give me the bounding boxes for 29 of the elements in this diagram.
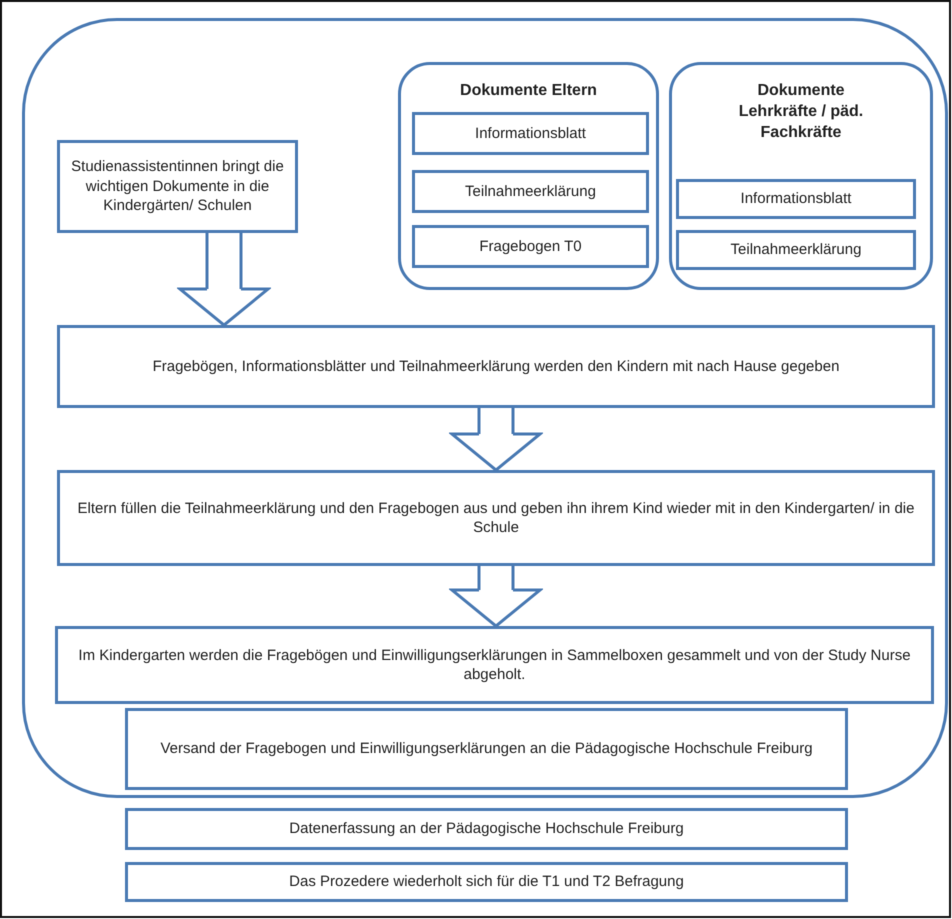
box-text: Fragebogen T0 [478,236,583,256]
box-text: Informationsblatt [740,189,852,209]
box-text: Eltern füllen die Teilnahmeerklärung und den Fragebogen aus und geben ihn ihrem Kind wieder mit in den Kindergarten/ in die Schule [76,498,916,538]
document-group [669,62,933,290]
box-text: Studienassistentinnen bringt die wichtigen Dokumente in die Kindergärten/ Schulen [70,157,285,216]
process-box [676,179,916,219]
box-text: Im Kindergarten werden die Fragebögen und Einwilligungserklärungen in Sammelboxen gesammelt und von der Study Nurse abgeholt. [77,646,912,684]
container-frame [22,18,948,798]
process-box [412,112,649,155]
box-text: Versand der Fragebogen und Einwilligungserklärungen an die Pädagogische Hochschule Freiburg [159,739,814,759]
process-box [55,626,934,704]
box-text: Informationsblatt [474,124,587,144]
box-text: Teilnahmeerklärung [730,240,862,260]
box-text: Teilnahmeerklärung [464,182,597,202]
group-heading: Dokumente Lehrkräfte / päd. Fachkräfte [738,81,864,143]
document-group [398,62,659,290]
process-box [57,140,298,233]
process-box [57,325,935,408]
process-box [412,170,649,213]
process-box [125,862,848,902]
process-box [57,470,935,566]
box-text: Das Prozedere wiederholt sich für die T1 und T2 Befragung [288,872,685,892]
process-box [676,230,916,270]
box-text: Datenerfassung an der Pädagogische Hochschule Freiburg [288,819,685,839]
process-box [125,808,848,850]
box-text: Fragebögen, Informationsblätter und Teilnahmeerklärung werden den Kindern mit nach Hause gegeben [152,356,840,376]
process-box [412,225,649,268]
group-heading: Dokumente Eltern [459,81,598,101]
process-box [125,708,848,790]
